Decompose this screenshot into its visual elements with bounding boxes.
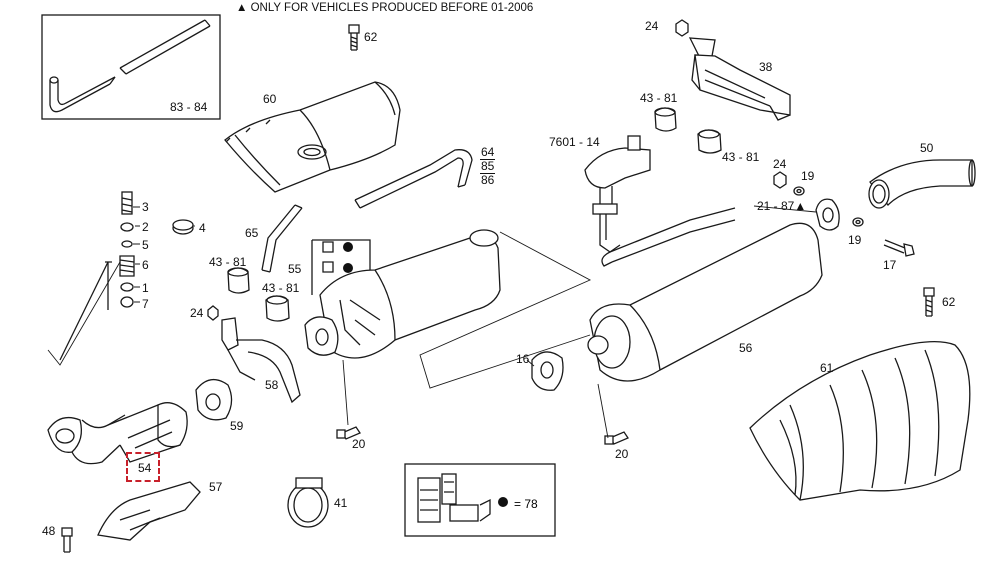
part-label-1[interactable]: 1	[142, 281, 149, 295]
gasket-flange-mid	[304, 316, 339, 356]
bolt-62-right	[923, 287, 935, 317]
part-label-16[interactable]: 16	[516, 352, 530, 366]
part-label-17[interactable]: 17	[883, 258, 897, 272]
bolt-62-top	[348, 24, 360, 51]
gasket-16	[531, 351, 564, 391]
part-label-60[interactable]: 60	[263, 92, 277, 106]
part-label-5[interactable]: 5	[142, 238, 149, 252]
legend-box	[404, 463, 556, 537]
part-label-83-84[interactable]: 83 - 84	[170, 100, 208, 114]
grommet-4	[172, 219, 194, 235]
part-label-43-81-left-a[interactable]: 43 - 81	[209, 255, 247, 269]
part-label-54[interactable]: 54	[138, 461, 152, 475]
clamp-41	[287, 477, 329, 528]
part-label-62-right[interactable]: 62	[942, 295, 956, 309]
part-label-19-lower[interactable]: 19	[848, 233, 862, 247]
sensor-7601-14	[584, 135, 736, 267]
part-label-24-right[interactable]: 24	[773, 157, 787, 171]
part-label-24-top[interactable]: 24	[645, 19, 659, 33]
gasket-59	[195, 378, 233, 421]
part-label-59[interactable]: 59	[230, 419, 244, 433]
bolt-17	[883, 239, 915, 257]
catalyst-54	[47, 402, 188, 465]
part-label-43-81-top-b[interactable]: 43 - 81	[722, 150, 760, 164]
part-label-64-85-86[interactable]: 64 85 86	[480, 145, 496, 187]
inset-box-83-84	[41, 14, 221, 120]
pipe-64-85-86	[354, 149, 473, 209]
part-label-4[interactable]: 4	[199, 221, 206, 235]
part-label-43-81-left-b[interactable]: 43 - 81	[262, 281, 300, 295]
nut-24-left	[207, 305, 219, 321]
part-label-55[interactable]: 55	[288, 262, 302, 276]
part-label-65[interactable]: 65	[245, 226, 259, 240]
part-label-20-left[interactable]: 20	[352, 437, 366, 451]
small-parts-stack	[59, 191, 135, 361]
reference-lines	[47, 231, 609, 439]
part-label-2[interactable]: 2	[142, 220, 149, 234]
part-label-7[interactable]: 7	[142, 297, 149, 311]
tail-pipe-50	[868, 159, 976, 209]
part-label-38[interactable]: 38	[759, 60, 773, 74]
part-label-62-top[interactable]: 62	[364, 30, 378, 44]
part-label-7601-14[interactable]: 7601 - 14	[549, 135, 600, 149]
rear-muffler-56	[587, 222, 823, 382]
part-label-61[interactable]: 61	[820, 361, 834, 375]
particulate-filter	[319, 229, 501, 359]
legend-dot-equals-78: = 78	[514, 497, 538, 511]
damper-43-81-left-a	[227, 267, 250, 294]
leader-lines	[133, 205, 817, 367]
bolt-20-left	[336, 426, 361, 440]
heat-shield-57	[97, 481, 201, 541]
damper-43-81-top-b	[697, 129, 722, 154]
pipe-65	[261, 204, 303, 273]
part-label-64: 64	[480, 145, 496, 160]
damper-43-81-left-b	[265, 295, 290, 322]
part-label-57[interactable]: 57	[209, 480, 223, 494]
part-label-85: 85	[480, 159, 496, 174]
box-55	[311, 239, 371, 295]
flange-21-87	[815, 198, 840, 231]
part-label-41[interactable]: 41	[334, 496, 348, 510]
part-label-43-81-top-a[interactable]: 43 - 81	[640, 91, 678, 105]
part-label-56[interactable]: 56	[739, 341, 753, 355]
part-label-86: 86	[481, 173, 495, 187]
damper-43-81-top-a	[654, 107, 677, 132]
part-label-24-left[interactable]: 24	[190, 306, 204, 320]
washer-19-lower	[852, 217, 864, 227]
bolt-48	[61, 527, 73, 553]
bracket-38	[675, 19, 791, 121]
heat-shield-61	[749, 341, 971, 501]
part-label-21-87[interactable]: 21 - 87▲	[757, 199, 807, 213]
part-label-48[interactable]: 48	[42, 524, 56, 538]
selected-part-highlight[interactable]	[126, 452, 160, 482]
heat-shield-60	[224, 81, 401, 193]
part-label-50[interactable]: 50	[920, 141, 934, 155]
part-label-58[interactable]: 58	[265, 378, 279, 392]
part-label-6[interactable]: 6	[142, 258, 149, 272]
part-label-20-right[interactable]: 20	[615, 447, 629, 461]
bolt-20-right	[604, 431, 629, 445]
nut-24-right	[773, 171, 787, 189]
header-note: ▲ ONLY FOR VEHICLES PRODUCED BEFORE 01-2…	[236, 2, 534, 14]
part-label-19-top[interactable]: 19	[801, 169, 815, 183]
washer-19-top	[793, 186, 805, 196]
bracket-58	[221, 317, 301, 404]
part-label-3[interactable]: 3	[142, 200, 149, 214]
